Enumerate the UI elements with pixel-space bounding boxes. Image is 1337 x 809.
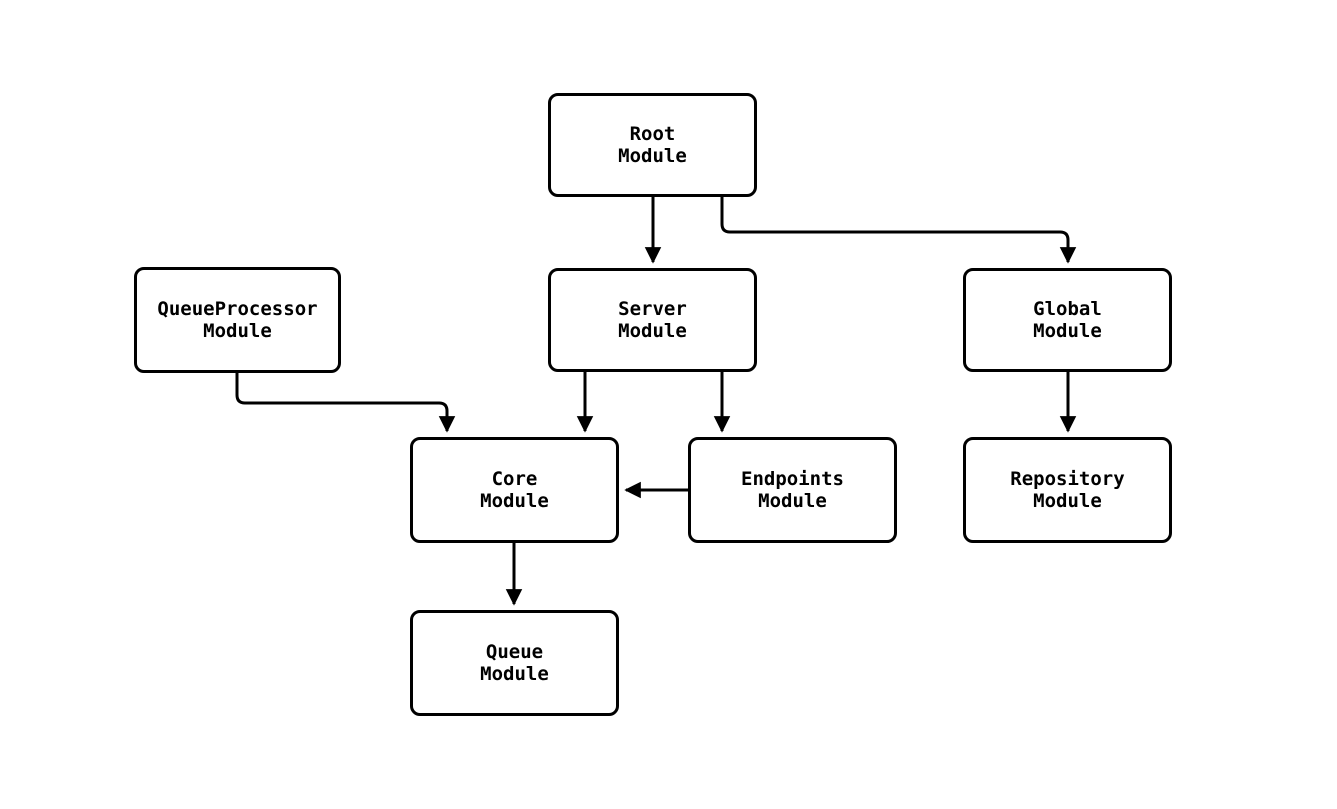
node-global-module: Global Module bbox=[963, 268, 1172, 372]
node-core-module-label: Core Module bbox=[480, 468, 549, 512]
edge-queueprocessor-to-core bbox=[235, 373, 456, 433]
node-queue-module: Queue Module bbox=[410, 610, 619, 716]
node-global-module-label: Global Module bbox=[1033, 298, 1102, 342]
node-queue-module-label: Queue Module bbox=[480, 641, 549, 685]
node-queueprocessor-module: QueueProcessor Module bbox=[134, 267, 341, 373]
node-root-module: Root Module bbox=[548, 93, 757, 197]
node-queueprocessor-module-label: QueueProcessor Module bbox=[157, 298, 318, 342]
node-endpoints-module-label: Endpoints Module bbox=[741, 468, 844, 512]
node-server-module: Server Module bbox=[548, 268, 757, 372]
node-core-module: Core Module bbox=[410, 437, 619, 543]
edge-root-to-global bbox=[720, 197, 1077, 264]
node-server-module-label: Server Module bbox=[618, 298, 687, 342]
node-root-module-label: Root Module bbox=[618, 123, 687, 167]
node-repository-module: Repository Module bbox=[963, 437, 1172, 543]
node-repository-module-label: Repository Module bbox=[1010, 468, 1125, 512]
node-endpoints-module: Endpoints Module bbox=[688, 437, 897, 543]
